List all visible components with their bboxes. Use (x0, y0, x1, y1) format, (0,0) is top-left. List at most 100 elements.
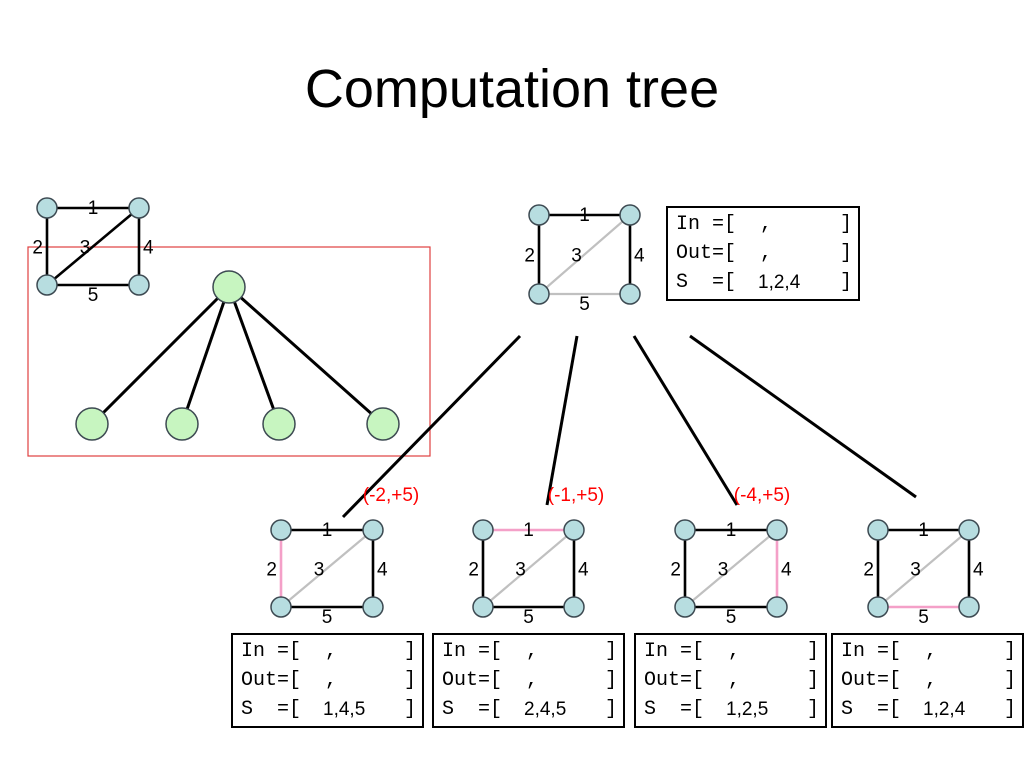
set-label: S =[ (442, 698, 503, 721)
tree-leaf-node (366, 407, 400, 441)
set-close-bracket: ] (806, 698, 819, 721)
set-close-bracket: ] (1003, 669, 1016, 692)
set-close-bracket: ] (839, 213, 852, 236)
graph-vertex (362, 596, 384, 618)
graph-vertex (958, 519, 980, 541)
graph-vertex (270, 596, 292, 618)
child-state-box-1: In =[,]Out=[,]S =[1,4,5] (231, 633, 424, 728)
set-label: In =[ (841, 640, 902, 663)
in-set-row: In =[,] (644, 637, 825, 666)
edge-label-2: 2 (468, 560, 479, 581)
edge-label-3: 3 (515, 560, 526, 581)
graph-vertex (867, 519, 889, 541)
out-set-row: Out=[,] (442, 666, 623, 695)
graph-edge-3 (684, 529, 778, 608)
set-separator: , (325, 640, 338, 663)
edge-label-4: 4 (578, 560, 589, 581)
set-close-bracket: ] (839, 271, 852, 294)
set-label: Out=[ (676, 242, 737, 265)
set-label: In =[ (676, 213, 737, 236)
tree-edges (341, 334, 917, 519)
set-separator: , (526, 640, 539, 663)
out-set-row: Out=[,] (841, 666, 1022, 695)
edge-label-3: 3 (910, 560, 921, 581)
page-title: Computation tree (304, 59, 720, 119)
in-set-row: In =[,] (841, 637, 1022, 666)
set-close-bracket: ] (1003, 640, 1016, 663)
set-close-bracket: ] (403, 698, 416, 721)
edge-label-4: 4 (143, 238, 154, 259)
set-label: Out=[ (841, 669, 902, 692)
s-set-row: S =[1,2,4] (841, 695, 1022, 724)
graph-vertex (528, 283, 550, 305)
edge-label-5: 5 (523, 607, 534, 628)
example-frame (27, 246, 431, 457)
edge-label-1: 1 (726, 520, 737, 541)
set-separator: , (925, 669, 938, 692)
move-label: (-2,+5) (363, 485, 420, 506)
edge-label-1: 1 (523, 520, 534, 541)
graph-edge-3 (877, 529, 970, 608)
edge-label-2: 2 (524, 246, 535, 267)
graph-vertex (766, 596, 788, 618)
graph-edge-3 (482, 529, 575, 608)
edge-label-3: 3 (314, 560, 325, 581)
set-label: Out=[ (644, 669, 705, 692)
child-state-box-3: In =[,]Out=[,] S =[ 1,2,5] (634, 633, 827, 728)
s-set-value: 1,2,5 (726, 699, 769, 720)
edge-label-5: 5 (918, 607, 929, 628)
set-label: In =[ (241, 640, 302, 663)
out-set-row: Out=[,] (644, 666, 825, 695)
edge-label-2: 2 (32, 238, 43, 259)
edge-label-2: 2 (266, 560, 277, 581)
set-close-bracket: ] (1003, 698, 1016, 721)
graph-vertex (619, 283, 641, 305)
graph-vertex (674, 596, 696, 618)
edge-label-1: 1 (88, 198, 99, 219)
graph-vertex (362, 519, 384, 541)
edge-label-2: 2 (863, 560, 874, 581)
s-set-value: 1,2,4 (923, 699, 966, 720)
set-close-bracket: ] (604, 698, 617, 721)
graph-vertex (958, 596, 980, 618)
edge-label-4: 4 (781, 560, 792, 581)
example-tree (75, 270, 400, 441)
tree-leaf-node (75, 407, 109, 441)
edge-label-1: 1 (579, 205, 590, 226)
graph-edge-3 (538, 214, 631, 295)
set-separator: , (925, 640, 938, 663)
edge-label-3: 3 (571, 246, 582, 267)
s-set-value: 1,4,5 (323, 699, 366, 720)
set-separator: , (760, 213, 773, 236)
set-label: In =[ (644, 640, 705, 663)
move-label: (-4,+5) (734, 485, 791, 506)
root-state-box: In =[,]Out=[,]S =[1,2,4] (666, 206, 860, 301)
out-set-row: Out=[,] (241, 666, 422, 695)
graph-vertex (528, 204, 550, 226)
edge-label-5: 5 (88, 285, 99, 306)
graph-vertex (36, 274, 58, 296)
set-separator: , (526, 669, 539, 692)
s-set-row: S =[ 1,2,5] (644, 695, 825, 724)
edge-label-2: 2 (670, 560, 681, 581)
set-close-bracket: ] (839, 242, 852, 265)
edge-label-4: 4 (634, 246, 645, 267)
set-close-bracket: ] (403, 640, 416, 663)
set-label: S =[ (644, 698, 705, 721)
edge-label-5: 5 (579, 294, 590, 315)
edge-label-5: 5 (322, 607, 333, 628)
edge-label-5: 5 (726, 607, 737, 628)
tree-leaf-node (262, 407, 296, 441)
s-set-row: S =[1,2,4] (676, 268, 858, 297)
child-graph-2: 1 2 3 4 5 (468, 519, 589, 628)
graph-vertex (128, 274, 150, 296)
set-separator: , (325, 669, 338, 692)
child-state-box-4: In =[,]Out=[,]S =[1,2,4] (831, 633, 1024, 728)
in-set-row: In =[,] (442, 637, 623, 666)
s-set-value: 2,4,5 (524, 699, 567, 720)
set-close-bracket: ] (604, 669, 617, 692)
